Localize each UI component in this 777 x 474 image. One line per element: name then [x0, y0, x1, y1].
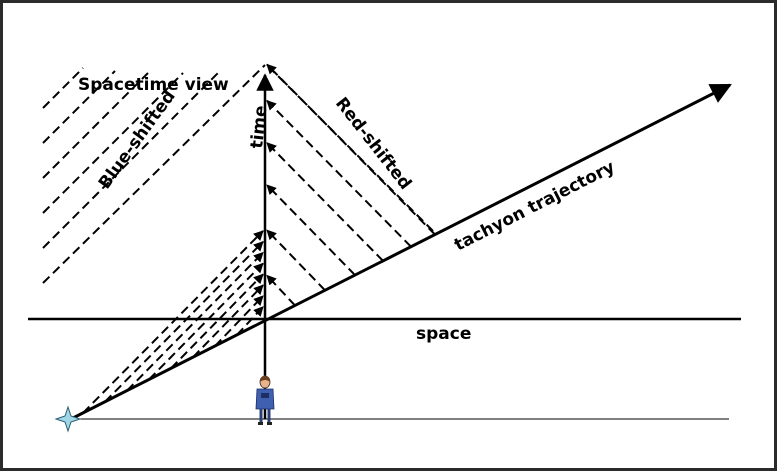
red-shifted-ray	[266, 229, 326, 291]
blue-shifted-ray	[148, 262, 264, 381]
red-shifted-ray	[266, 99, 412, 248]
blue-shifted-light-rays	[42, 64, 266, 414]
blue-shifted-ray	[170, 273, 264, 370]
space-axis-label: space	[416, 324, 471, 344]
blue-shifted-ray	[82, 230, 264, 414]
blue-shifted-ray	[42, 72, 149, 179]
red-shifted-label: Red-shifted	[331, 94, 415, 194]
red-shifted-ray	[266, 64, 434, 232]
blue-shifted-ray	[42, 72, 184, 214]
blue-shifted-ray	[42, 70, 116, 144]
blue-shifted-ray	[126, 251, 264, 392]
observer-person-icon	[255, 375, 275, 425]
diagram-canvas: Spacetime view Blue-shifted Red-shifted …	[28, 63, 741, 433]
diagram-title: Spacetime view	[78, 75, 229, 95]
blue-shifted-ray	[42, 64, 266, 284]
star-icon	[54, 405, 82, 433]
tachyon-trajectory-label: tachyon trajectory	[451, 157, 618, 255]
blue-shifted-ray	[42, 67, 84, 109]
blue-shifted-label: Blue-shifted	[95, 87, 180, 193]
time-axis-label: time	[247, 104, 271, 149]
tachyon-trajectory-line	[70, 83, 732, 421]
blue-shifted-ray	[104, 241, 264, 403]
blue-shifted-ray	[192, 284, 264, 358]
red-shifted-light-rays	[266, 63, 436, 307]
red-shifted-ray	[266, 184, 356, 276]
blue-shifted-ray	[214, 295, 264, 347]
red-shifted-ray	[266, 274, 296, 307]
blue-shifted-ray	[236, 306, 264, 336]
